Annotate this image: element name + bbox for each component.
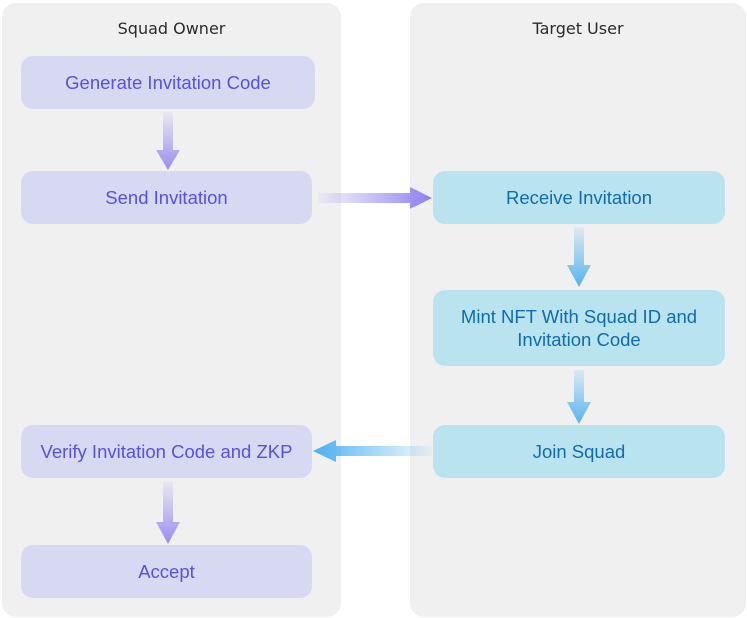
- node-send-invitation: Send Invitation: [21, 171, 312, 224]
- node-generate-invitation-code-label: Generate Invitation Code: [65, 72, 271, 93]
- arrow-join-to-verify: [313, 440, 432, 462]
- arrow-send-to-receive: [318, 187, 432, 209]
- node-receive-invitation-label: Receive Invitation: [505, 187, 653, 208]
- node-mint-nft-label: Mint NFT With Squad ID and Invitation Co…: [460, 306, 698, 350]
- arrow-mint-to-join: [567, 370, 591, 424]
- node-join-squad-label: Join Squad: [532, 441, 626, 462]
- node-accept-label: Accept: [138, 561, 195, 582]
- lane-title-squad-owner: Squad Owner: [117, 19, 226, 38]
- arrow-generate-to-send: [156, 112, 180, 170]
- node-join-squad: Join Squad: [433, 425, 725, 478]
- arrow-receive-to-mint: [567, 227, 591, 287]
- node-verify-invitation-code: Verify Invitation Code and ZKP: [21, 425, 312, 478]
- lane-title-target-user: Target User: [532, 19, 624, 38]
- node-verify-invitation-code-label: Verify Invitation Code and ZKP: [40, 441, 293, 462]
- node-accept: Accept: [21, 545, 312, 598]
- node-send-invitation-label: Send Invitation: [105, 187, 228, 208]
- node-generate-invitation-code: Generate Invitation Code: [21, 56, 315, 109]
- node-receive-invitation: Receive Invitation: [433, 171, 725, 224]
- node-mint-nft: Mint NFT With Squad ID and Invitation Co…: [433, 290, 725, 366]
- arrow-verify-to-accept: [156, 481, 180, 544]
